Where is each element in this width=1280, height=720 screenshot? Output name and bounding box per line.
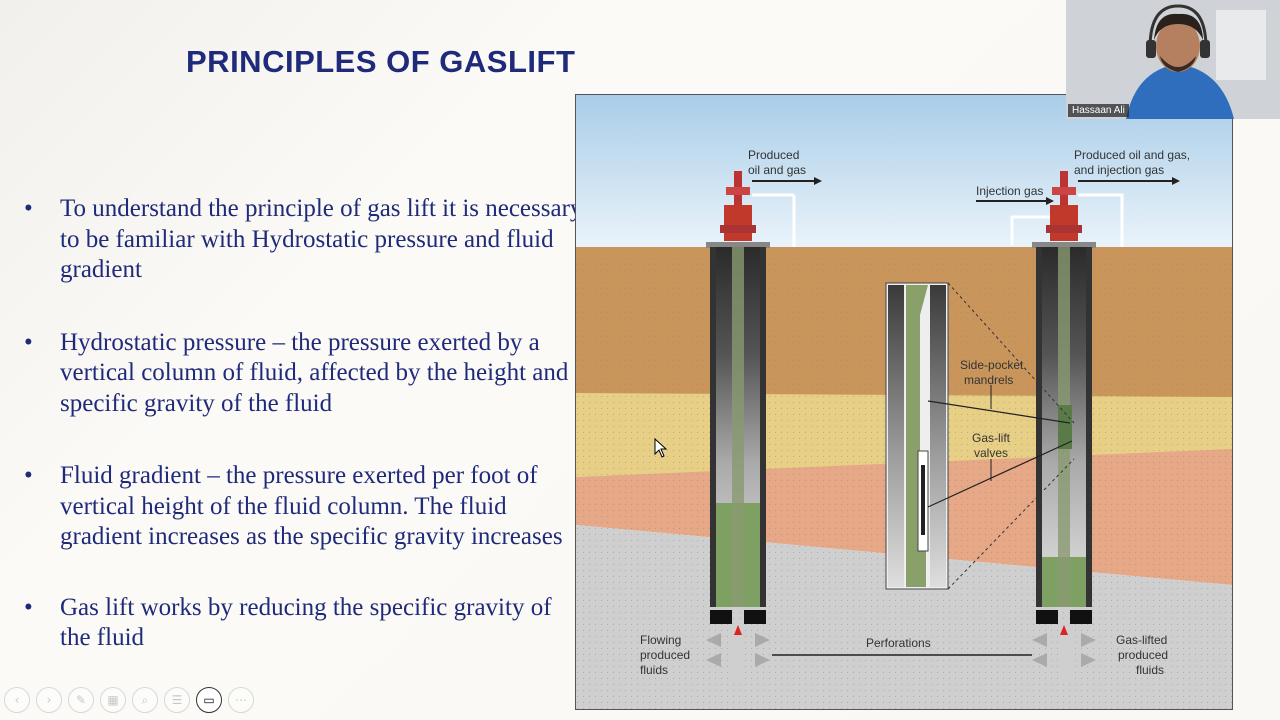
label-oil-gas: oil and gas bbox=[748, 163, 806, 177]
slides-icon[interactable]: ▦ bbox=[100, 687, 126, 713]
bullet-item: Gas lift works by reducing the specific … bbox=[24, 593, 584, 654]
right-well bbox=[976, 171, 1180, 684]
more-icon[interactable]: ⋯ bbox=[228, 687, 254, 713]
presentation-toolbar: ‹ › ✎ ▦ ⌕ ☰ ▭ ⋯ bbox=[4, 686, 254, 714]
label-perforations: Perforations bbox=[866, 636, 931, 650]
bullet-item: To understand the principle of gas lift … bbox=[24, 194, 584, 286]
label-flowing-fluids: fluids bbox=[640, 663, 668, 677]
pen-icon[interactable]: ✎ bbox=[68, 687, 94, 713]
participant-avatar bbox=[1066, 0, 1280, 119]
slide-title: PRINCIPLES OF GASLIFT bbox=[186, 44, 576, 79]
menu-icon[interactable]: ☰ bbox=[164, 687, 190, 713]
label-side-pocket: Side-pocket bbox=[960, 358, 1024, 372]
bullet-item: Fluid gradient – the pressure exerted pe… bbox=[24, 461, 584, 553]
label-gas-lifted-fluids: fluids bbox=[1136, 663, 1164, 677]
label-produced-injection: Produced oil and gas, bbox=[1074, 148, 1190, 162]
label-injection-gas: Injection gas bbox=[976, 184, 1043, 198]
bullet-list: To understand the principle of gas lift … bbox=[24, 194, 584, 654]
left-well bbox=[706, 171, 822, 684]
label-produced: Produced bbox=[748, 148, 799, 162]
label-gas-lifted: Gas-lifted bbox=[1116, 633, 1167, 647]
mouse-cursor-icon bbox=[654, 438, 668, 458]
prev-icon[interactable]: ‹ bbox=[4, 687, 30, 713]
label-gas-lift: Gas-lift bbox=[972, 431, 1011, 445]
participant-video[interactable]: Hassaan Ali bbox=[1066, 0, 1280, 119]
label-mandrels: mandrels bbox=[964, 373, 1013, 387]
bullet-item: Hydrostatic pressure – the pressure exer… bbox=[24, 328, 584, 420]
inset-detail bbox=[885, 282, 1075, 590]
gas-lift-diagram: Produced oil and gas Produced oil and ga… bbox=[575, 94, 1233, 710]
label-flowing: Flowing bbox=[640, 633, 681, 647]
label-flowing-produced: produced bbox=[640, 648, 690, 662]
label-injection-gas-2: and injection gas bbox=[1074, 163, 1164, 177]
next-icon[interactable]: › bbox=[36, 687, 62, 713]
camera-icon[interactable]: ▭ bbox=[196, 687, 222, 713]
participant-name: Hassaan Ali bbox=[1068, 104, 1129, 117]
label-gas-lifted-produced: produced bbox=[1118, 648, 1168, 662]
zoom-icon[interactable]: ⌕ bbox=[132, 687, 158, 713]
label-valves: valves bbox=[974, 446, 1008, 460]
